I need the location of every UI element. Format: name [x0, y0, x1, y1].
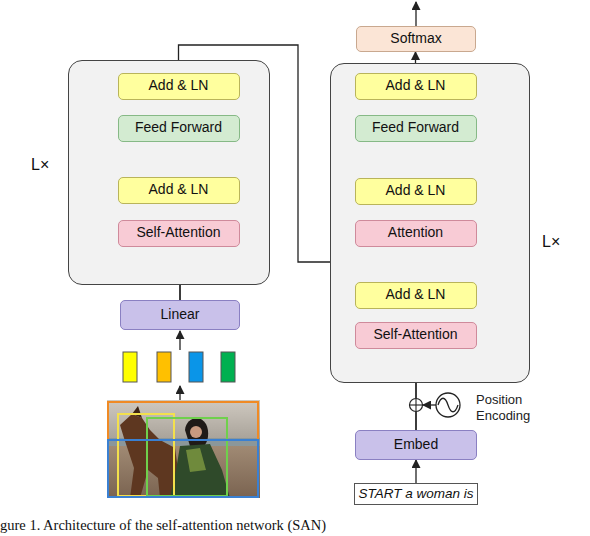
sum-symbol — [410, 404, 422, 405]
annotation-label: Position Encoding — [476, 392, 556, 425]
photo-dress — [170, 444, 230, 498]
feature-vector — [123, 352, 137, 382]
process-box: Self-Attention — [118, 220, 240, 247]
box-label: Add & LN — [149, 78, 209, 93]
process-box: Embed — [355, 430, 477, 460]
feature-arrow — [179, 331, 180, 350]
encoding-arrow — [423, 404, 436, 405]
box-label: Self-Attention — [136, 225, 220, 240]
connector — [416, 460, 417, 483]
box-label: Add & LN — [386, 287, 446, 302]
process-box: Linear — [120, 300, 240, 330]
feature-vector — [157, 352, 171, 382]
process-box: Self-Attention — [355, 322, 477, 349]
box-label: Attention — [388, 225, 443, 240]
process-box: Add & LN — [118, 73, 240, 100]
photo-horse — [120, 414, 178, 498]
process-box: Add & LN — [355, 73, 477, 100]
photo-horse-ear — [132, 406, 142, 418]
process-box: Softmax — [356, 26, 476, 52]
sum-symbol — [410, 399, 423, 412]
sine-symbol — [436, 393, 460, 417]
photo-dress-pattern — [186, 448, 206, 472]
layer-block: L×Add & LNFeed ForwardAdd & LNAttentionA… — [330, 63, 530, 383]
process-box: Attention — [355, 220, 477, 247]
photo-sea — [107, 438, 260, 447]
layer-block: L×Add & LNFeed ForwardAdd & LNSelf-Atten… — [68, 60, 270, 285]
bounding-box — [118, 414, 174, 496]
process-box: Add & LN — [355, 282, 477, 309]
box-label: Self-Attention — [373, 327, 457, 342]
bounding-box — [108, 402, 258, 440]
box-label: Feed Forward — [372, 120, 459, 135]
process-box: Feed Forward — [355, 115, 477, 142]
photo-sand — [107, 446, 260, 498]
figure-caption: gure 1. Architecture of the self-attenti… — [0, 517, 326, 534]
box-label: START a woman is — [358, 487, 473, 502]
connector-line — [415, 460, 416, 483]
process-box: START a woman is — [354, 483, 478, 505]
sine-wave — [438, 398, 458, 412]
box-label: Linear — [161, 307, 200, 322]
box-label: Softmax — [390, 31, 441, 46]
box-label: Feed Forward — [135, 120, 222, 135]
box-label: Add & LN — [386, 183, 446, 198]
photo-sky — [107, 400, 260, 440]
process-box: Add & LN — [355, 178, 477, 205]
photo-hair — [185, 418, 208, 446]
bounding-box — [108, 440, 258, 497]
sum-symbol — [415, 399, 416, 411]
feature-vector — [189, 352, 203, 382]
photo — [107, 400, 260, 498]
photo-face — [190, 426, 202, 438]
box-label: Embed — [394, 437, 438, 452]
repeat-label: L× — [542, 233, 560, 251]
feature-vector — [221, 352, 235, 382]
output-arrow — [415, 2, 416, 26]
bounding-box — [147, 418, 227, 496]
process-box: Feed Forward — [118, 115, 240, 142]
box-label: Add & LN — [386, 78, 446, 93]
process-box: Add & LN — [118, 177, 240, 204]
repeat-label: L× — [31, 156, 49, 174]
box-label: Add & LN — [149, 182, 209, 197]
feature-arrow — [179, 386, 180, 400]
